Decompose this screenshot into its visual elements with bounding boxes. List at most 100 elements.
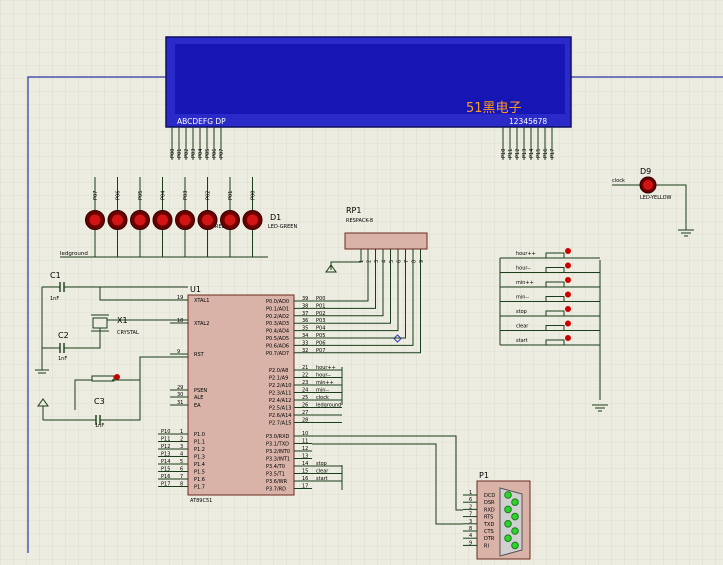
p1-pin-number: 1 (469, 490, 472, 496)
u1-right-pin-name: P2.4/A12 (269, 398, 291, 404)
u1-p1-pin-name: P1.2 (194, 447, 205, 453)
p1-pin-name: TXD (483, 522, 494, 528)
u1-right-pin-name: P2.1/A9 (269, 376, 288, 382)
u1-p0-net-label: P06 (316, 340, 325, 346)
p0-wire (312, 249, 384, 317)
button-net-label: clear (516, 324, 529, 330)
p1-db9-led (504, 534, 512, 543)
p1-pin-number: 6 (469, 497, 472, 503)
u1-right-pin-number: 32 (302, 348, 308, 354)
u1-p1-pin-number: 4 (180, 452, 183, 458)
lcd-right-pin-label: P11 (508, 149, 514, 158)
u1-right-pin-number: 11 (302, 439, 308, 445)
button-net-label: min++ (516, 280, 534, 286)
u1-p1-pin-number: 1 (180, 429, 183, 435)
led-d9[interactable]: D9 LED-YELLOW clock (612, 167, 694, 237)
rp1-power-arrow (325, 264, 337, 273)
p1-pin-name: RTS (484, 515, 493, 521)
u1-right-pin-number: 12 (302, 446, 308, 452)
u1-right-pin-name: P3.7/RD (266, 487, 286, 493)
rp1-model: RESPACK-8 (346, 218, 373, 224)
c2-value: 1nF (58, 356, 67, 362)
x1-crystal-body (92, 317, 108, 329)
rst-wire (100, 356, 188, 421)
u1-p1-net-label: P16 (161, 474, 170, 480)
u1-p0-net-label: P02 (316, 311, 325, 317)
led-pin-label: P03 (183, 191, 189, 200)
u1-p1-pin-name: P1.1 (194, 440, 205, 446)
lcd-right-pin-label: P14 (529, 149, 535, 158)
button-net-label: start (516, 338, 528, 344)
p0-wire (312, 249, 421, 354)
p1-pin-name: DCD (484, 493, 495, 499)
wire-junction-marker (393, 334, 402, 343)
led-light (112, 214, 123, 226)
rp1-pin-number: 3 (374, 260, 380, 263)
x1-designator: X1 (117, 316, 128, 325)
rp1-pin-number: 1 (359, 260, 365, 263)
p0-wire (312, 249, 399, 332)
led-light (89, 214, 101, 226)
u1-p2-net-label: clock (316, 395, 329, 401)
led-partial-caption: REEN (215, 224, 229, 230)
u1-left-pin-number: 29 (177, 385, 183, 391)
rp1-pin-number: 9 (419, 260, 425, 263)
xtal1-wire (64, 286, 188, 301)
u1-p2-net-label: ledground (316, 403, 341, 409)
button-body (545, 310, 565, 317)
c1-designator: C1 (50, 271, 61, 280)
c1-value: 1nF (50, 296, 59, 302)
led-designator: D1 (270, 213, 281, 222)
lcd-left-pin-caption: ABCDEFG DP (177, 117, 226, 126)
p1-pin-number: 4 (469, 533, 472, 539)
p0-bus-wires (312, 249, 421, 354)
oscillator-circuit[interactable]: C1 1nF C2 1nF X1 CRYSTAL C3 1nF (35, 271, 188, 429)
u1-right-pin-number: 33 (302, 340, 308, 346)
d9-light (643, 180, 653, 190)
button-pin (565, 291, 571, 298)
button-body (545, 281, 565, 288)
u1-p0-net-label: P03 (316, 318, 325, 324)
u1-p1-net-label: P11 (161, 437, 170, 443)
led-pin-label: P07 (93, 191, 99, 200)
p1-pin-number: 3 (469, 519, 472, 525)
led-light (247, 214, 258, 226)
ledground-label: ledground (60, 251, 88, 257)
u1-p2-net-label: hour++ (316, 365, 336, 371)
u1-right-pin-number: 39 (302, 296, 308, 302)
u1-body (187, 294, 295, 496)
p1-pin-number: 7 (469, 512, 472, 518)
u1-right-pin-name: P0.2/AD2 (266, 314, 289, 320)
u1-right-pin-name: P2.7/A15 (269, 421, 291, 427)
u1-right-pin-name: P3.6/WR (266, 479, 288, 485)
button-net-label: min-- (516, 295, 529, 301)
u1-p1-net-label: P15 (161, 467, 170, 473)
u1-p1-pin-name: P1.6 (194, 477, 205, 483)
button-pin (565, 277, 571, 283)
u1-right-pin-name: P3.1/TXD (266, 442, 289, 448)
u1-p3-net-label: clear (316, 469, 329, 475)
lcd-right-pin-label: P10 (501, 149, 507, 158)
u1-p1-pin-number: 3 (180, 444, 183, 450)
lcd-left-pin-label: P03 (191, 149, 197, 158)
rp1-pin-number: 2 (367, 260, 373, 263)
button-body (545, 296, 565, 302)
u1-left-pin-name: XTAL1 (194, 298, 209, 304)
u1-left-pin-name: ALE (194, 395, 203, 401)
led-array[interactable]: ledground D D1 LED-GREEN REEN P07P06P05P… (60, 177, 297, 258)
d9-caption: LED-YELLOW (640, 195, 672, 201)
u1-p1-pin-name: P1.0 (194, 432, 205, 438)
c3-value: 1nF (95, 423, 104, 429)
rp1-pin-number: 7 (404, 260, 410, 263)
u1-right-pin-number: 38 (302, 303, 308, 309)
u1-right-pin-name: P2.6/A14 (269, 413, 291, 419)
lcd-right-pin-label: P17 (550, 149, 556, 158)
